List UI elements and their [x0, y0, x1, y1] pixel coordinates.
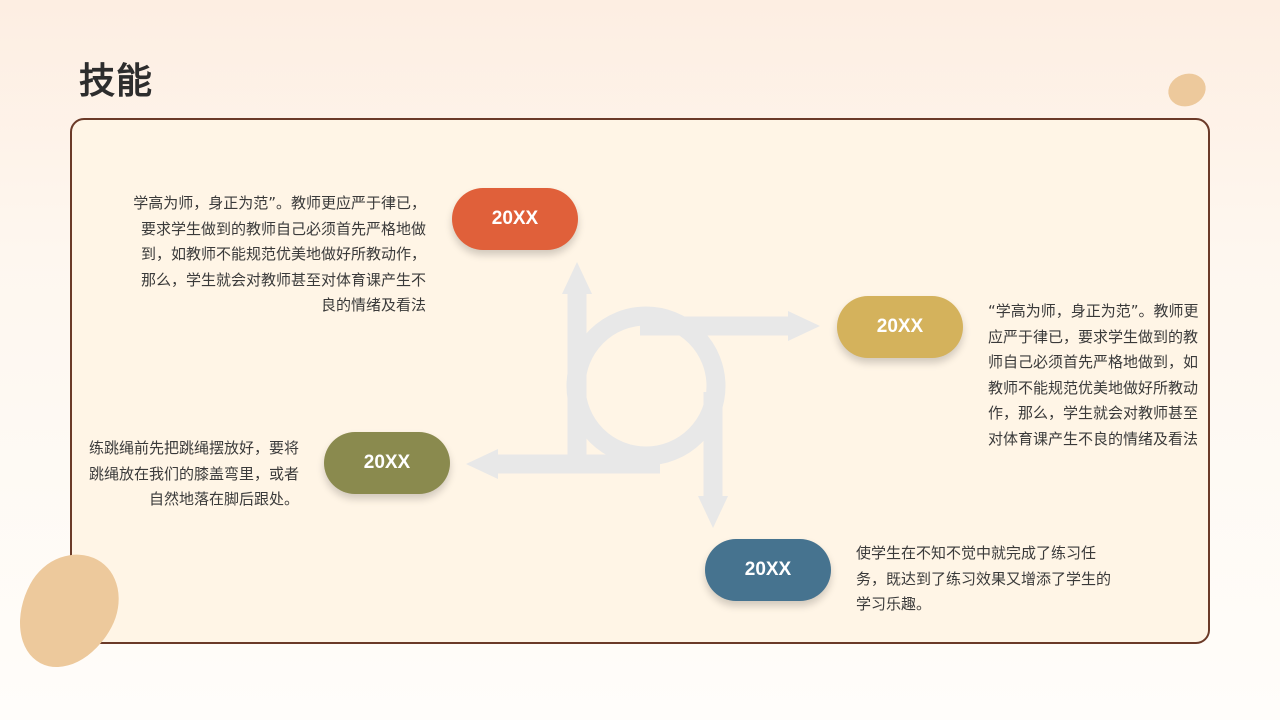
- year-pill-3[interactable]: 20XX: [324, 432, 450, 494]
- item-1-description: 学高为师，身正为范”。教师更应严于律已，要求学生做到的教师自己必须首先严格地做到…: [133, 194, 426, 314]
- page-title: 技能: [79, 61, 154, 102]
- arrow-head-left: [466, 449, 498, 479]
- year-pill-4[interactable]: 20XX: [705, 539, 831, 601]
- item-2-description: “学高为师，身正为范”。教师更应严于律已，要求学生做到的教师自己必须首先严格地做…: [988, 302, 1199, 448]
- item-3-description: 练跳绳前先把跳绳摆放好，要将跳绳放在我们的膝盖弯里，或者自然地落在脚后跟处。: [88, 439, 299, 508]
- item-4-description: 使学生在不知不觉中就完成了练习任务，既达到了练习效果又增添了学生的学习乐趣。: [856, 544, 1112, 613]
- arrow-head-right: [788, 311, 820, 341]
- arrow-head-up: [562, 262, 592, 294]
- arrow-head-down: [698, 496, 728, 528]
- content-panel: [70, 118, 1210, 644]
- arrow-loop: [566, 306, 726, 466]
- year-pill-2[interactable]: 20XX: [837, 296, 963, 358]
- year-pill-1[interactable]: 20XX: [452, 188, 578, 250]
